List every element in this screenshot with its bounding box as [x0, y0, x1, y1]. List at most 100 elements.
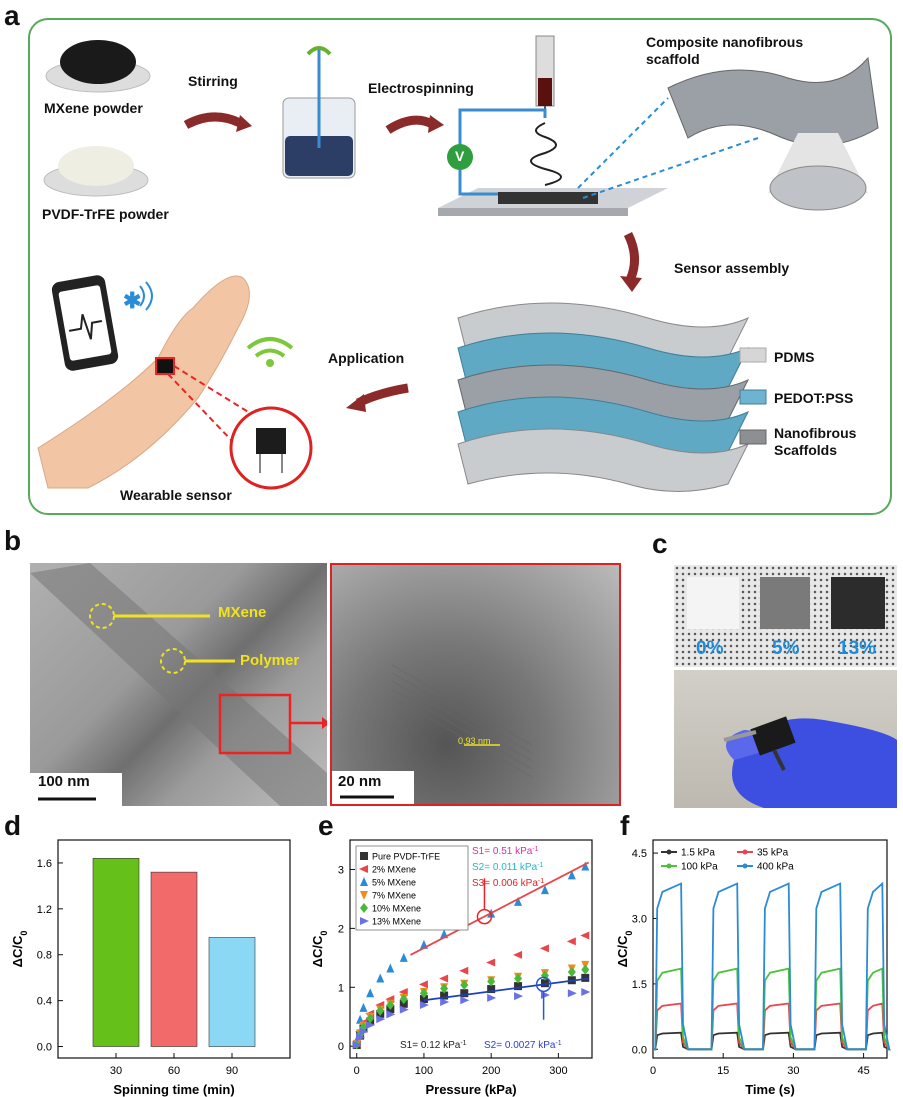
data-point — [418, 980, 428, 989]
arrow-electrospinning — [385, 115, 435, 134]
legend-item: 7% MXene — [372, 891, 416, 901]
legend-item: 100 kPa — [681, 862, 718, 873]
bar-60 — [150, 871, 198, 1047]
x-tick-label: 45 — [857, 1065, 869, 1077]
sample-5 — [760, 577, 810, 629]
data-point — [360, 903, 368, 913]
data-point — [539, 944, 549, 953]
y-tick-label: 0.0 — [632, 1044, 647, 1056]
legend-marker — [742, 863, 748, 869]
data-point — [419, 995, 428, 1004]
y-tick-label: 4.5 — [632, 848, 647, 860]
layered-sensor — [457, 302, 750, 492]
x-tick-label: 0 — [650, 1065, 656, 1077]
data-point — [352, 1041, 362, 1050]
data-point — [581, 861, 590, 871]
scaffold-sheet — [667, 56, 879, 211]
y-tick-label: 1.2 — [37, 904, 52, 916]
smartphone: ✱ — [51, 275, 153, 371]
polymer-tem-label: Polymer — [240, 652, 300, 669]
data-point — [540, 885, 549, 895]
panel-b-letter: b — [4, 525, 22, 556]
y-tick-label: 0.4 — [37, 996, 52, 1008]
data-point — [356, 1033, 366, 1042]
y-tick-label: 3 — [338, 864, 344, 876]
data-point — [487, 993, 497, 1002]
data-point — [581, 988, 591, 997]
data-point — [360, 877, 368, 886]
arrow-application — [355, 383, 409, 408]
legend-item: Pure PVDF-TrFE — [372, 852, 440, 862]
data-point — [514, 896, 523, 906]
legend-item: 10% MXene — [372, 904, 421, 914]
annotation-s1-bottom: S1= 0.12 kPa-1 — [400, 1040, 467, 1052]
data-point — [540, 990, 550, 999]
sample-label-0: 0% — [696, 638, 724, 659]
glove-hand — [723, 716, 897, 808]
sample-photo: 0% 5% 13% — [674, 565, 897, 667]
arrow-stirring — [183, 112, 242, 130]
legend-swatch-pedot — [739, 389, 767, 405]
data-point — [359, 865, 368, 873]
data-point — [581, 973, 590, 982]
panel-f-letter: f — [620, 810, 630, 841]
panel-d-letter: d — [4, 810, 22, 841]
panel-a-letter: a — [4, 0, 20, 31]
data-point — [514, 973, 523, 984]
legend-marker — [666, 849, 672, 855]
data-point — [513, 950, 523, 959]
legend-item: 400 kPa — [757, 862, 794, 873]
electrospinning-setup — [438, 35, 759, 216]
x-tick-label: 300 — [549, 1065, 567, 1077]
series-line-100kPa — [653, 967, 891, 1051]
x-tick-label: 15 — [717, 1065, 729, 1077]
y-tick-label: 1 — [338, 982, 344, 994]
legend-item: 5% MXene — [372, 878, 416, 888]
data-point — [399, 952, 408, 962]
panel-c-letter: c — [652, 528, 668, 559]
legend-item: 13% MXene — [372, 917, 421, 927]
y-tick-label: 3.0 — [632, 913, 647, 925]
legend-box — [355, 845, 469, 931]
annotation-s2-bottom: S2= 0.0027 kPa-1 — [484, 1040, 562, 1052]
x-tick-label: 100 — [415, 1065, 433, 1077]
data-point — [460, 996, 470, 1005]
legend-item: 2% MXene — [372, 865, 416, 875]
data-point — [514, 982, 523, 991]
mxene-powder-dish — [45, 40, 151, 93]
scaffold-title: Composite nanofibrous scaffold — [646, 34, 804, 67]
data-point — [376, 1005, 385, 1016]
legend-pdms: PDMS — [774, 349, 815, 365]
sample-0 — [687, 577, 739, 629]
annotation-s3-top: S3= 0.006 kPa-1 — [472, 878, 544, 890]
highlight-circle-top — [476, 908, 493, 925]
y-axis-label: ΔC/C0 — [615, 931, 634, 968]
panel-a-frame — [28, 18, 892, 515]
x-tick-label: 0 — [354, 1065, 360, 1077]
legend-swatch-scaffold — [739, 429, 767, 445]
sensor-assembly-label: Sensor assembly — [674, 260, 790, 276]
series-line-35kPa — [653, 1002, 892, 1051]
legend-swatch-pdms — [739, 347, 767, 363]
data-point — [399, 1005, 409, 1014]
data-point — [460, 989, 469, 998]
data-point — [360, 917, 369, 925]
glove-photo — [674, 670, 897, 808]
legend-pedot: PEDOT:PSS — [774, 390, 854, 406]
x-tick-label: 200 — [482, 1065, 500, 1077]
data-point — [514, 992, 524, 1001]
data-point — [440, 983, 449, 994]
x-axis-label: Pressure (kPa) — [425, 1082, 516, 1097]
data-point — [366, 1021, 376, 1030]
data-point — [419, 1000, 429, 1009]
legend-marker — [742, 849, 748, 855]
highlight-circle-bottom — [535, 976, 552, 993]
data-point — [359, 1002, 368, 1012]
data-point — [386, 963, 395, 973]
data-point — [360, 891, 368, 900]
scale-bar-right: 20 nm — [338, 773, 382, 790]
data-point — [580, 931, 590, 940]
fit-line-5pct — [410, 861, 590, 956]
